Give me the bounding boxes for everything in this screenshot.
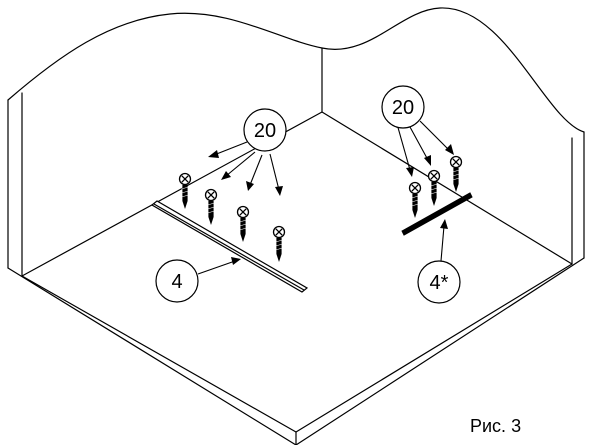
- screw-icon: [236, 205, 250, 243]
- screw-icon: [449, 155, 463, 193]
- callout-strip-right: 4*: [417, 219, 461, 304]
- screw-icon: [427, 169, 441, 207]
- callout-label-screws-left: 20: [254, 120, 276, 142]
- callout-label-screws-right: 20: [392, 97, 414, 119]
- callout-strip-left: 4: [155, 257, 241, 303]
- screw-icon: [272, 225, 286, 263]
- callout-screws-left: 20: [208, 108, 287, 196]
- callout-screws-right: 20: [381, 85, 454, 177]
- screw-icon: [204, 188, 218, 226]
- callout-label-strip-right: 4*: [430, 272, 449, 294]
- screw-icon: [408, 181, 422, 219]
- mounting-strip-icon: [150, 200, 309, 293]
- screw-icon: [178, 172, 192, 210]
- mounting-strip-icon: [401, 192, 473, 236]
- figure-label: Рис. 3: [470, 416, 521, 436]
- callout-label-strip-left: 4: [171, 271, 182, 293]
- cabinet-outline: [7, 7, 585, 445]
